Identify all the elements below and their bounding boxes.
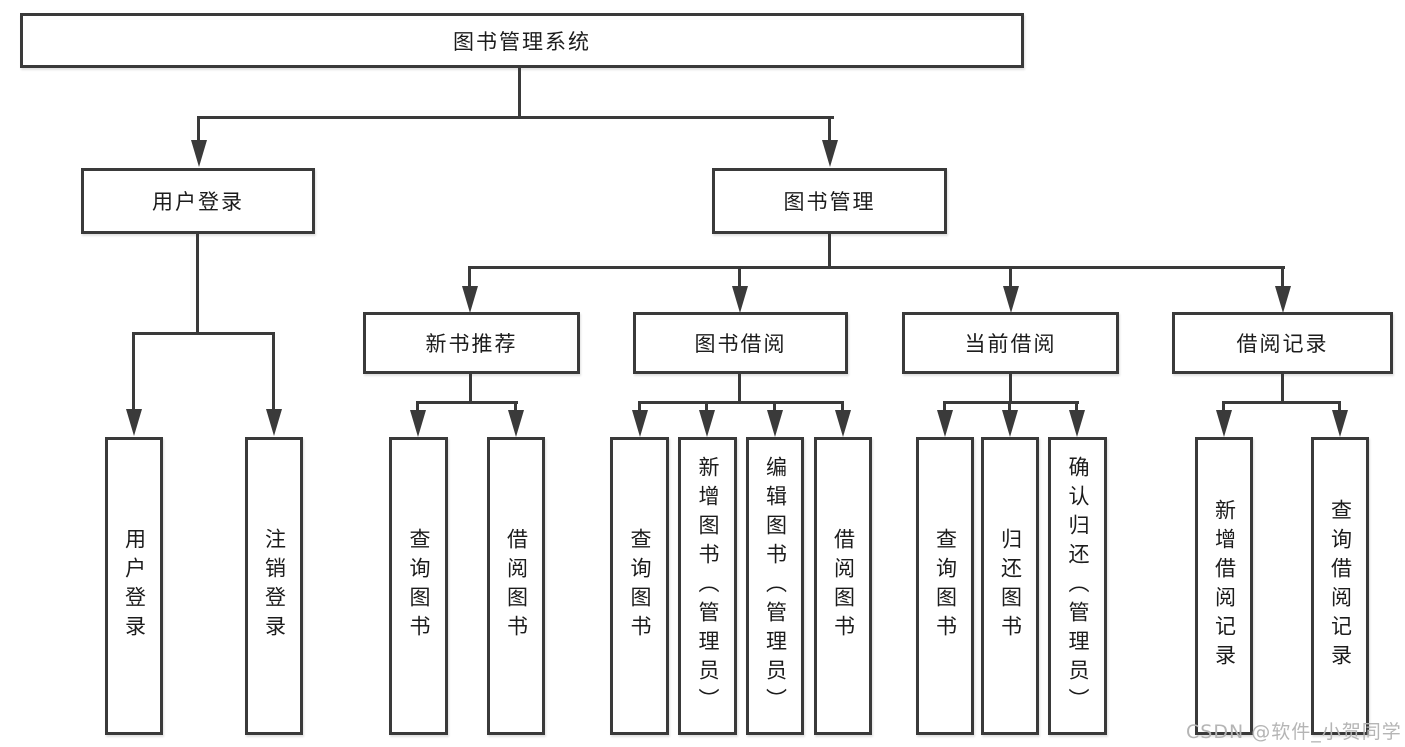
node-logout-action: 注销登录 [245, 437, 303, 735]
connector-group-rail [943, 401, 1079, 404]
node-recommend-query-books: 查询图书 [389, 437, 448, 735]
arrow-down-icon [1069, 410, 1085, 437]
connector-arrow-shaft [197, 116, 200, 144]
connector-arrow-shaft [132, 332, 135, 412]
connector-arrow-shaft [416, 401, 419, 413]
arrow-down-icon [126, 409, 142, 436]
connector-user-login-rail [132, 332, 275, 335]
connector-arrow-shaft [705, 401, 708, 413]
connector-arrow-shaft [828, 116, 831, 144]
arrow-down-icon [835, 410, 851, 437]
connector-group-rail [417, 401, 518, 404]
arrow-down-icon [462, 286, 478, 313]
arrow-down-icon [732, 286, 748, 313]
arrow-down-icon [1002, 410, 1018, 437]
connector-group-stem [469, 372, 472, 404]
connector-arrow-shaft [943, 401, 946, 413]
arrow-down-icon [1216, 410, 1232, 437]
connector-group-rail [638, 401, 844, 404]
node-current-borrowing: 当前借阅 [902, 312, 1119, 374]
node-borrow-records: 借阅记录 [1172, 312, 1393, 374]
arrow-down-icon [191, 140, 207, 167]
arrow-down-icon [1332, 410, 1348, 437]
node-edit-books-admin: 编辑图书（管理员） [746, 437, 804, 735]
connector-user-login-stem [196, 232, 199, 334]
node-borrowing-query-books: 查询图书 [610, 437, 669, 735]
node-borrowing-borrow-books: 借阅图书 [814, 437, 872, 735]
connector-arrow-shaft [841, 401, 844, 413]
arrow-down-icon [1003, 286, 1019, 313]
arrow-down-icon [410, 410, 426, 437]
node-confirm-return-admin: 确认归还（管理员） [1048, 437, 1107, 735]
arrow-down-icon [767, 410, 783, 437]
arrow-down-icon [266, 409, 282, 436]
arrow-down-icon [937, 410, 953, 437]
connector-book-mgmt-stem [828, 232, 831, 269]
connector-group-stem [738, 372, 741, 404]
arrow-down-icon [632, 410, 648, 437]
connector-root-stem [518, 66, 521, 118]
connector-arrow-shaft [1075, 401, 1078, 413]
connector-level2-rail [197, 116, 834, 119]
node-new-book-recommend: 新书推荐 [363, 312, 580, 374]
connector-arrow-shaft [1338, 401, 1341, 413]
arrow-down-icon [508, 410, 524, 437]
arrow-down-icon [1275, 286, 1291, 313]
node-return-books: 归还图书 [981, 437, 1039, 735]
node-root-library-system: 图书管理系统 [20, 13, 1024, 68]
node-user-login: 用户登录 [81, 168, 315, 234]
connector-group-rail [1222, 401, 1341, 404]
connector-arrow-shaft [773, 401, 776, 413]
node-add-books-admin: 新增图书（管理员） [678, 437, 737, 735]
connector-arrow-shaft [514, 401, 517, 413]
connector-arrow-shaft [468, 266, 471, 290]
connector-arrow-shaft [1281, 266, 1284, 290]
arrow-down-icon [822, 140, 838, 167]
connector-level3-rail [468, 266, 1285, 269]
connector-group-stem [1009, 372, 1012, 404]
connector-arrow-shaft [638, 401, 641, 413]
node-book-management: 图书管理 [712, 168, 947, 234]
connector-arrow-shaft [1008, 401, 1011, 413]
node-query-borrow-record: 查询借阅记录 [1311, 437, 1369, 735]
node-recommend-borrow-books: 借阅图书 [487, 437, 545, 735]
csdn-watermark: CSDN @软件_小贺同学 [1186, 721, 1402, 743]
node-current-query-books: 查询图书 [916, 437, 974, 735]
node-add-borrow-record: 新增借阅记录 [1195, 437, 1253, 735]
arrow-down-icon [699, 410, 715, 437]
node-book-borrowing: 图书借阅 [633, 312, 848, 374]
connector-group-stem [1281, 372, 1284, 404]
connector-arrow-shaft [1009, 266, 1012, 290]
connector-arrow-shaft [272, 332, 275, 412]
connector-arrow-shaft [1222, 401, 1225, 413]
node-user-login-action: 用户登录 [105, 437, 163, 735]
connector-arrow-shaft [738, 266, 741, 290]
